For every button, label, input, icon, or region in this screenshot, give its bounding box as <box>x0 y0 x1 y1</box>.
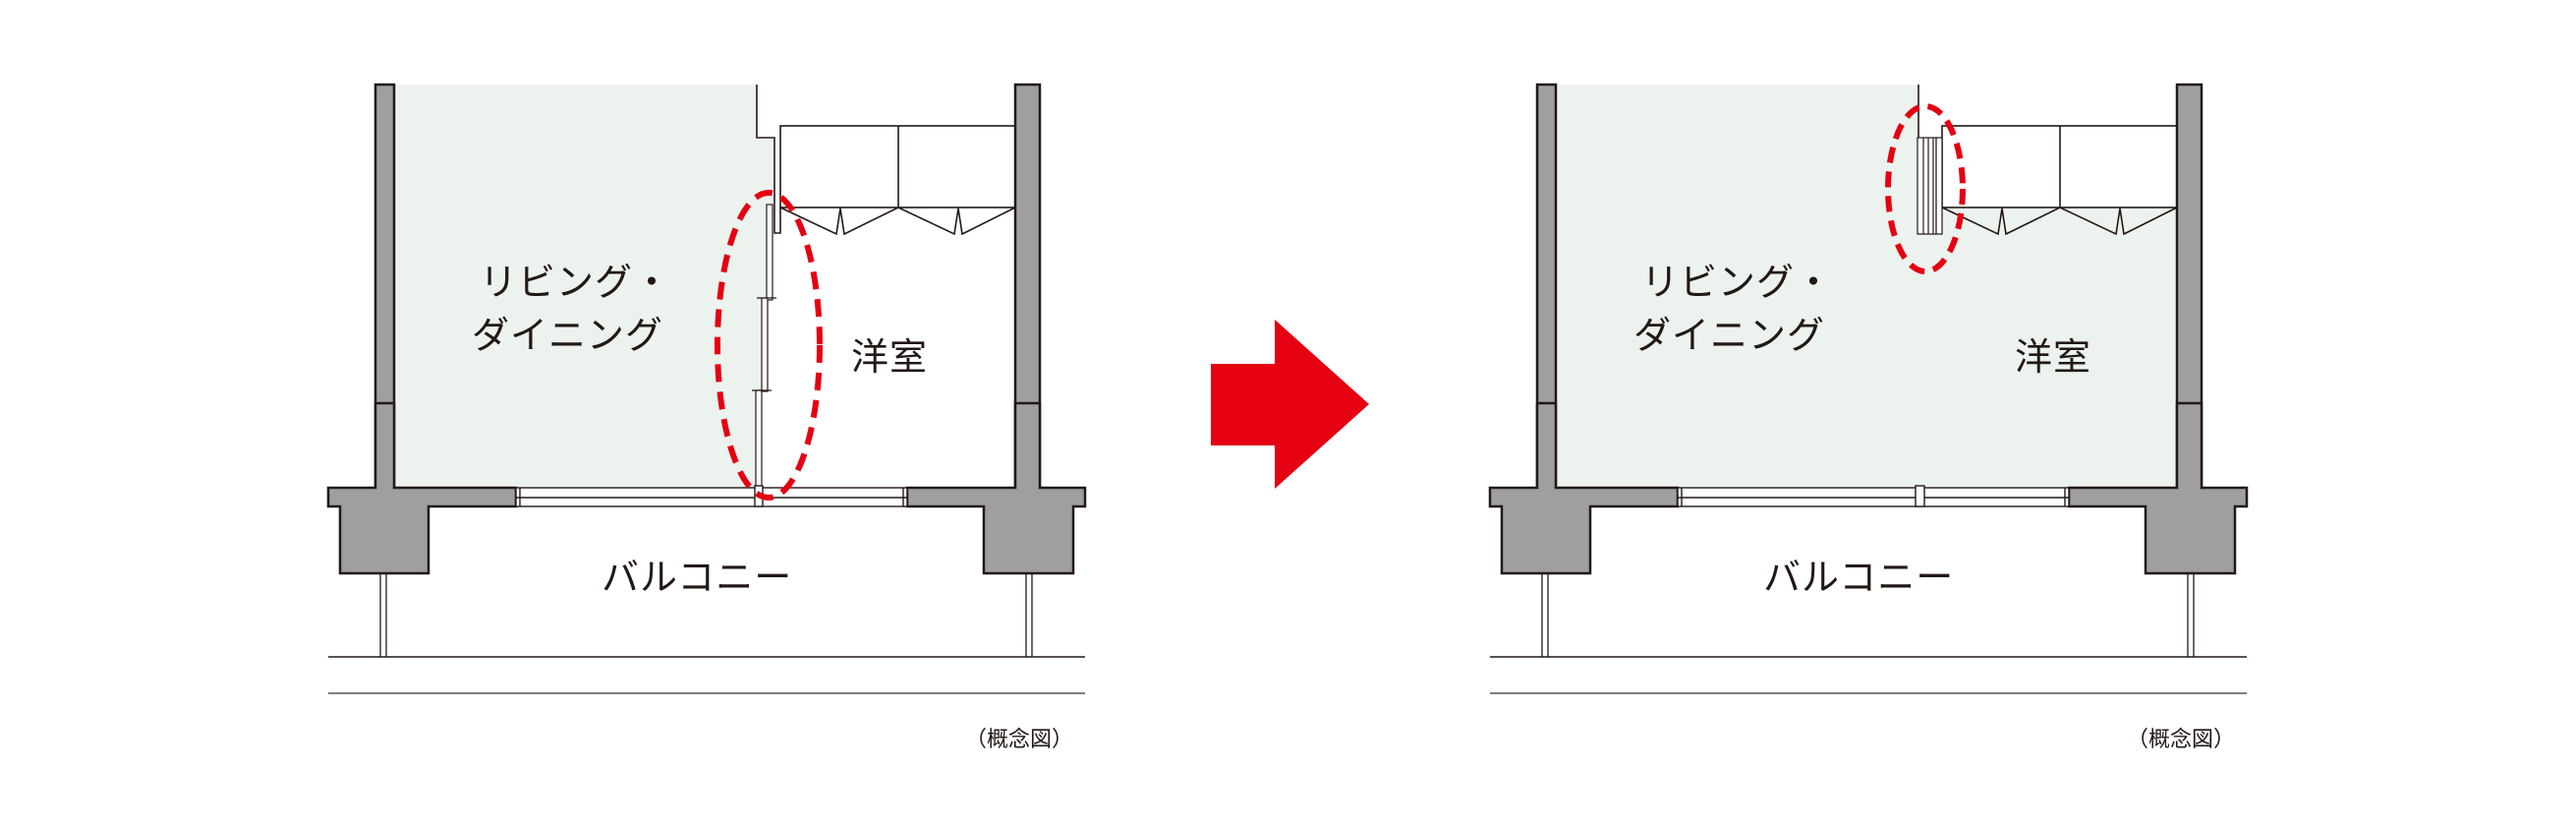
label-living-dining-2: ダイニング <box>472 314 664 357</box>
balcony-window <box>515 485 908 507</box>
caption-conceptual: （概念図） <box>2127 728 2236 752</box>
plan-after <box>1488 83 2249 694</box>
balcony-railing <box>1490 573 2247 694</box>
partition-wall <box>756 85 781 234</box>
plan-before <box>326 83 1087 694</box>
label-balcony: バルコニー <box>1763 556 1955 599</box>
balcony-railing <box>328 573 1085 694</box>
living-dining-area <box>395 85 774 488</box>
label-western-room: 洋室 <box>2015 335 2092 379</box>
label-living-dining-1: リビング・ <box>1641 261 1834 304</box>
arrow-right-icon <box>1211 320 1369 489</box>
closet <box>779 125 1016 236</box>
label-balcony: バルコニー <box>601 556 793 599</box>
merged-living-area <box>1557 85 2177 488</box>
highlight-ellipse <box>1885 103 1966 274</box>
folded-door-stack <box>1917 137 1943 235</box>
label-living-dining-1: リビング・ <box>480 261 672 304</box>
right-column <box>905 401 1087 575</box>
right-column <box>2067 401 2249 575</box>
balcony-window <box>1677 485 2070 507</box>
label-living-dining-2: ダイニング <box>1633 314 1826 357</box>
label-western-room: 洋室 <box>851 335 929 379</box>
caption-conceptual: （概念図） <box>965 728 1074 752</box>
highlight-ellipse <box>715 190 823 501</box>
